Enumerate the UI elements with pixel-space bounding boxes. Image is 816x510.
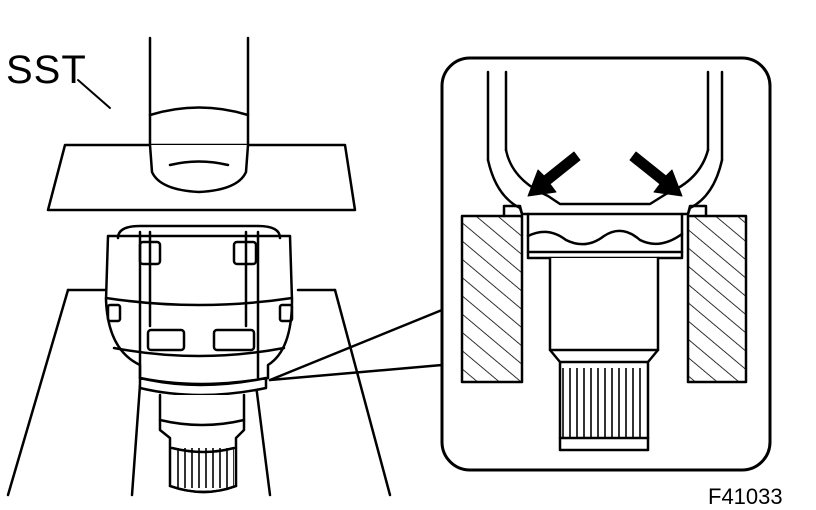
detail-inset xyxy=(440,56,772,472)
housing-wall-right xyxy=(686,214,748,384)
sst-label: SST xyxy=(6,48,87,92)
figure-code: F41033 xyxy=(708,484,783,509)
detail-bearing xyxy=(526,212,684,260)
main-view xyxy=(6,36,444,497)
detail-shaft xyxy=(548,256,660,452)
shaft xyxy=(158,393,246,494)
press-arrow-right xyxy=(629,151,683,197)
press-stand xyxy=(6,288,392,497)
housing-wall-left xyxy=(460,214,524,384)
press-arrow-left xyxy=(527,151,581,197)
detail-ring xyxy=(502,204,708,218)
joint-housing xyxy=(104,224,294,397)
